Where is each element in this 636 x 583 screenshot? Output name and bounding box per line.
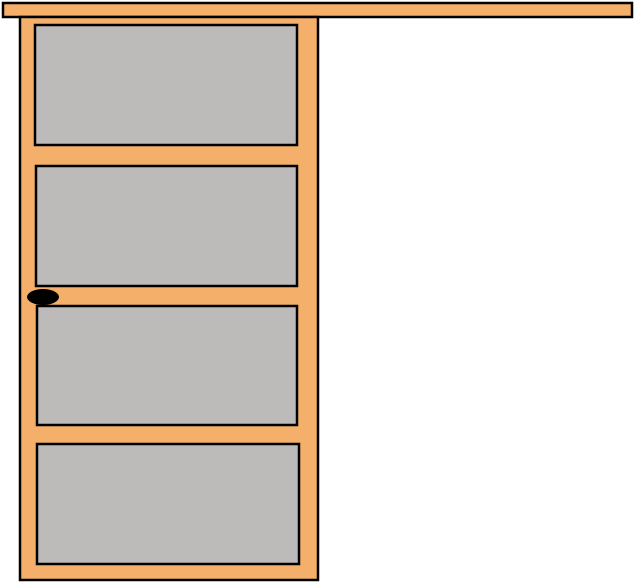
glass-panel-3 — [35, 304, 299, 427]
glass-panel-1 — [33, 23, 299, 147]
top-track-rail — [1, 1, 634, 19]
door-handle-icon[interactable] — [27, 289, 59, 305]
glass-panel-4 — [35, 442, 301, 566]
glass-panel-2 — [34, 164, 299, 288]
